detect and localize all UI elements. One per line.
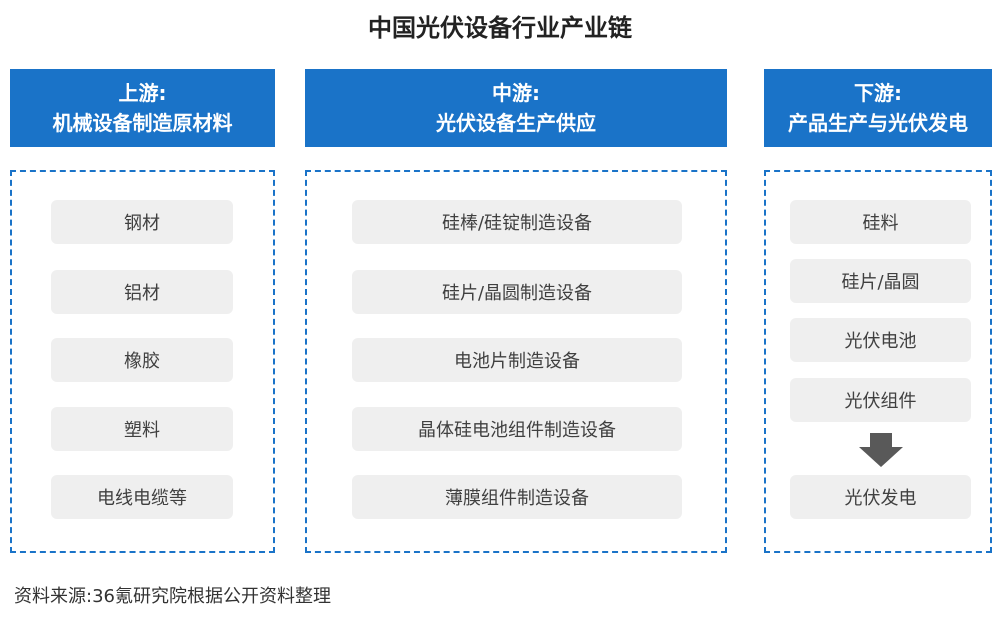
upstream-item: 橡胶 bbox=[51, 338, 233, 382]
upstream-header-line2: 机械设备制造原材料 bbox=[52, 111, 233, 135]
midstream-item: 硅片/晶圆制造设备 bbox=[352, 270, 682, 314]
downstream-header: 下游: 产品生产与光伏发电 bbox=[764, 69, 992, 147]
diagram-title: 中国光伏设备行业产业链 bbox=[368, 14, 632, 42]
midstream-item: 硅棒/硅锭制造设备 bbox=[352, 200, 682, 244]
upstream-item: 电线电缆等 bbox=[51, 475, 233, 519]
upstream-item: 塑料 bbox=[51, 407, 233, 451]
upstream-item: 钢材 bbox=[51, 200, 233, 244]
midstream-box bbox=[305, 170, 727, 553]
downstream-item: 光伏组件 bbox=[790, 378, 971, 422]
midstream-item: 电池片制造设备 bbox=[352, 338, 682, 382]
upstream-item: 铝材 bbox=[51, 270, 233, 314]
downstream-box bbox=[764, 170, 992, 553]
down-arrow-icon bbox=[859, 433, 903, 467]
downstream-item: 硅料 bbox=[790, 200, 971, 244]
downstream-item: 光伏电池 bbox=[790, 318, 971, 362]
downstream-header-line2: 产品生产与光伏发电 bbox=[788, 111, 968, 135]
downstream-result-item: 光伏发电 bbox=[790, 475, 971, 519]
midstream-header-line2: 光伏设备生产供应 bbox=[436, 111, 596, 135]
source-note: 资料来源:36氪研究院根据公开资料整理 bbox=[14, 586, 331, 607]
upstream-header-line1: 上游: bbox=[118, 81, 167, 105]
upstream-header: 上游: 机械设备制造原材料 bbox=[10, 69, 275, 147]
midstream-header: 中游: 光伏设备生产供应 bbox=[305, 69, 727, 147]
downstream-item: 硅片/晶圆 bbox=[790, 259, 971, 303]
midstream-item: 晶体硅电池组件制造设备 bbox=[352, 407, 682, 451]
midstream-item: 薄膜组件制造设备 bbox=[352, 475, 682, 519]
downstream-header-line1: 下游: bbox=[854, 81, 902, 105]
midstream-header-line1: 中游: bbox=[492, 81, 540, 105]
upstream-box bbox=[10, 170, 275, 553]
